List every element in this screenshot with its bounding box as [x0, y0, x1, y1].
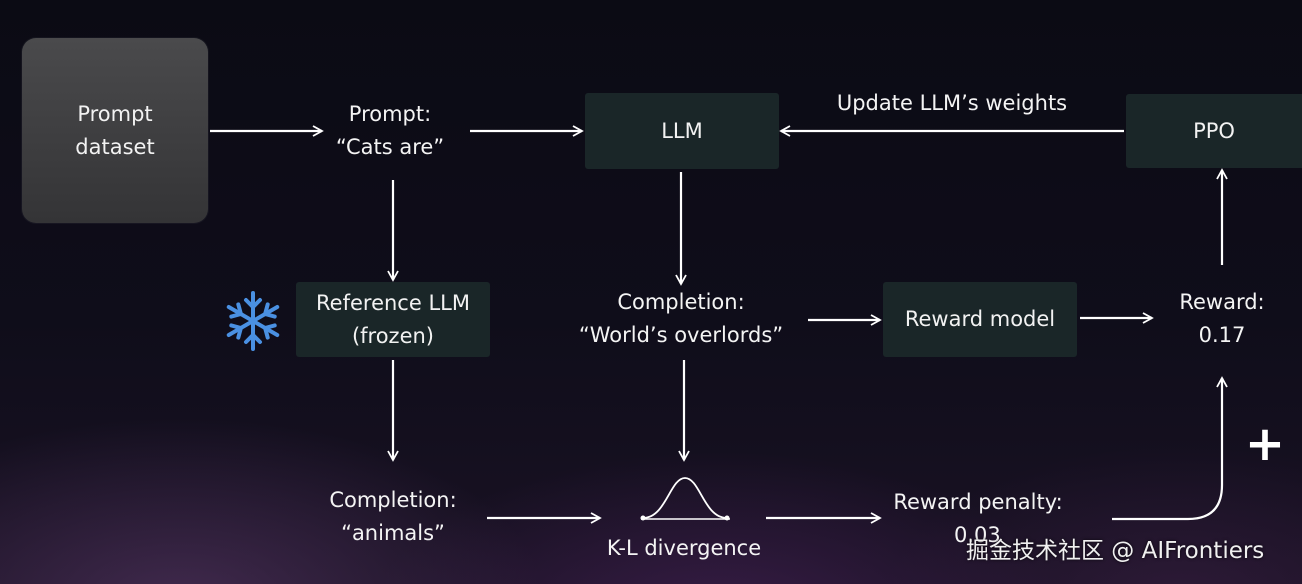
reward-penalty-label: Reward penalty: 0.03	[880, 486, 1076, 552]
completion-ref-label: Completion: “animals”	[313, 484, 473, 550]
reward-penalty-value: 0.03	[954, 523, 1001, 547]
snowflake-icon	[226, 291, 280, 351]
prompt-label-line1: Prompt:	[348, 102, 432, 126]
watermark: 掘金技术社区 @ AIFrontiers	[966, 538, 1265, 564]
reference-llm-line2: (frozen)	[351, 323, 435, 348]
completion-main-label: Completion: “World’s overlords”	[566, 286, 796, 352]
prompt-dataset-box: Prompt dataset	[22, 38, 208, 223]
completion-main-line2: “World’s overlords”	[578, 323, 784, 347]
reference-llm-box: Reference LLM (frozen)	[296, 282, 490, 357]
llm-label: LLM	[661, 118, 703, 143]
kl-divergence-label: K-L divergence	[606, 536, 762, 560]
completion-ref-line2: “animals”	[341, 521, 445, 545]
reward-model-box: Reward model	[883, 282, 1077, 357]
prompt-label-line2: “Cats are”	[335, 135, 445, 159]
bell-curve-icon	[640, 477, 730, 521]
update-weights-label: Update LLM’s weights	[836, 91, 1068, 115]
reward-label: Reward: 0.17	[1152, 286, 1292, 352]
prompt-dataset-line1: Prompt	[77, 101, 153, 126]
ppo-box: PPO	[1126, 94, 1302, 168]
reward-value: 0.17	[1198, 323, 1246, 347]
arrow-penalty-to-reward	[1112, 376, 1228, 521]
llm-box: LLM	[585, 93, 779, 169]
reward-penalty-line1: Reward penalty:	[893, 490, 1063, 514]
prompt-label: Prompt: “Cats are”	[310, 98, 470, 164]
ppo-label: PPO	[1193, 118, 1235, 143]
prompt-dataset-line2: dataset	[75, 134, 155, 159]
completion-main-line1: Completion:	[617, 290, 745, 314]
plus-sign: +	[1244, 416, 1286, 472]
reward-model-label: Reward model	[904, 307, 1056, 331]
reference-llm-line1: Reference LLM	[316, 290, 470, 315]
reward-label-line1: Reward:	[1179, 290, 1265, 314]
completion-ref-line1: Completion:	[329, 488, 457, 512]
